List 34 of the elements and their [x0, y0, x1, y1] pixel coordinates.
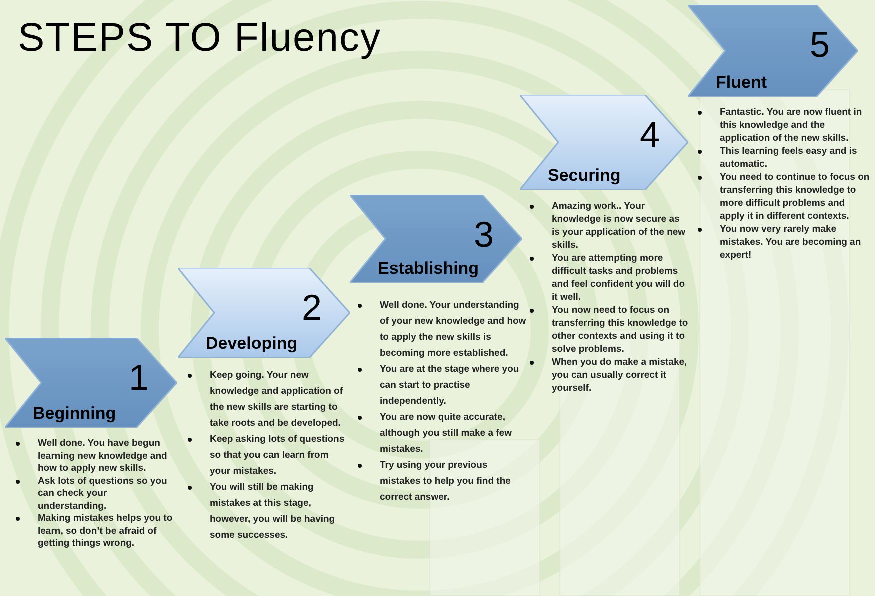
title: STEPS TO Fluency — [18, 15, 382, 62]
chevron-step — [5, 338, 177, 428]
bullet-text: You are now quite accurate, although you still make a few mistakes. — [380, 411, 513, 457]
chevron-step — [688, 5, 858, 97]
step-number: 3 — [474, 217, 494, 253]
step-heading: Beginning — [33, 402, 116, 425]
bullet-text: Keep asking lots of questions so that you can learn from your mistakes. — [210, 433, 346, 479]
bullet-text: You will still be making mistakes at this stage, however, you will be having some successes. — [210, 481, 336, 543]
bullet-text: Ask lots of questions so you can check your understanding. — [38, 476, 168, 513]
bullet-text: You are attempting more difficult tasks and problems and feel confident you will do it well. — [552, 252, 686, 304]
step-heading: Developing — [206, 332, 298, 355]
bullet-text: Well done. You have begun learning new knowledge and how to apply new skills. — [38, 438, 168, 476]
bullet-text: You now very rarely make mistakes. You are becoming an expert! — [720, 223, 862, 262]
step-number: 1 — [128, 360, 149, 396]
bullet-text: Well done. Your understanding of your new knowledge and how to apply the new skills is becoming more established. — [380, 299, 528, 361]
chevron-step — [178, 268, 350, 358]
step-number: 5 — [810, 27, 830, 63]
step-heading: Establishing — [378, 258, 480, 280]
bullet-text: Fantastic. You are now fluent in this knowledge and the application of the new skills. — [720, 106, 864, 145]
chevron-step — [350, 195, 522, 283]
bullet-text: This learning feels easy and is automatic. — [720, 145, 858, 171]
bullet-text: You are at the stage where you can start to practise independently. — [380, 363, 520, 409]
bullet-text: Amazing work.. Your knowledge is now secure as is your application of the new skills. — [552, 200, 687, 252]
chevron-step — [520, 95, 688, 190]
bullet-text: Keep going. Your new knowledge and application of the new skills are starting to take roots and be developed. — [210, 369, 344, 431]
step-number: 4 — [640, 117, 660, 153]
bullet-text: When you do make a mistake, you can usually correct it yourself. — [552, 356, 688, 395]
bullet-text: Try using your previous mistakes to help you find the correct answer. — [380, 459, 512, 505]
step-heading: Securing — [548, 164, 621, 187]
bullet-text: Making mistakes helps you to learn, so don’t be afraid of getting things wrong. — [38, 513, 174, 550]
bullet-text: You now need to focus on transferring this knowledge to other contexts and using it to solve problems. — [552, 304, 690, 356]
bullet-text: You need to continue to focus on transferring this knowledge to more difficult problems and apply it in different contexts. — [720, 171, 870, 223]
step-heading: Fluent — [716, 72, 767, 94]
step-number: 2 — [302, 290, 322, 326]
